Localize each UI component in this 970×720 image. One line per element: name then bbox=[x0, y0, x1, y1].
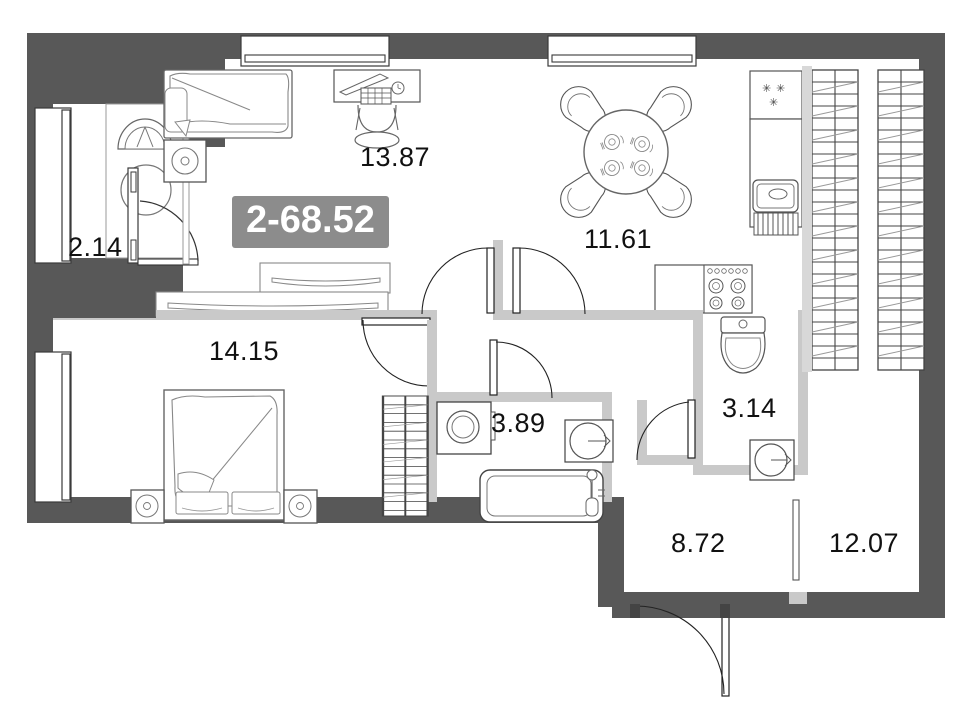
nightstand-left-icon bbox=[130, 489, 165, 524]
washbasin-icon bbox=[564, 419, 614, 463]
door-bedroom-master bbox=[361, 317, 431, 387]
washing-machine-icon bbox=[436, 401, 496, 455]
hall-structure bbox=[749, 439, 807, 604]
cooktop-icon bbox=[703, 264, 753, 314]
area-label-balcony-left: 2.14 bbox=[68, 232, 123, 262]
office-chair-icon bbox=[354, 104, 400, 149]
area-label-bedroom-master: 14.15 bbox=[209, 336, 280, 366]
nightstand-right-icon bbox=[283, 489, 318, 524]
toilet-bowl-icon bbox=[720, 316, 766, 374]
radiator-panel-hall bbox=[381, 395, 429, 517]
keyboard-icon bbox=[360, 87, 392, 105]
wall-cabinet-icon: ✳ ✳ ✳ bbox=[749, 70, 803, 120]
area-label-kitchen-living: 11.61 bbox=[584, 224, 653, 254]
double-bed-icon bbox=[163, 389, 285, 521]
doors bbox=[361, 247, 730, 697]
toilet-structure bbox=[720, 316, 766, 374]
svg-text:✳: ✳ bbox=[769, 97, 778, 109]
kitchen-living-structure: ✳ ✳ ✳ bbox=[547, 35, 803, 314]
door-toilet bbox=[636, 399, 696, 461]
kitchen-sink-icon bbox=[752, 179, 799, 236]
wardrobe-icon bbox=[259, 262, 391, 294]
wall-trim bbox=[53, 318, 437, 392]
window-top-right bbox=[547, 35, 697, 67]
desk-icon bbox=[333, 69, 421, 105]
window-top-left bbox=[240, 35, 390, 67]
svg-text:✳: ✳ bbox=[776, 83, 785, 95]
bathtub-icon bbox=[479, 469, 605, 523]
window-left-upper bbox=[34, 107, 72, 264]
dish-rack-icon bbox=[753, 212, 799, 236]
dining-table-icon bbox=[583, 109, 669, 195]
svg-text:✳: ✳ bbox=[762, 83, 771, 95]
radiator-panel-left bbox=[811, 69, 859, 371]
washbasin-hall-icon bbox=[749, 439, 795, 481]
door-bathroom bbox=[489, 339, 553, 399]
entrance-door bbox=[630, 604, 730, 697]
single-bed-icon bbox=[163, 69, 293, 139]
radiator-panel-right bbox=[877, 69, 925, 371]
area-label-bathroom: 3.89 bbox=[491, 408, 546, 438]
area-label-terrace-right: 12.07 bbox=[829, 528, 900, 558]
bedroom-top-structure bbox=[155, 35, 421, 317]
terrace-right-structure bbox=[802, 66, 925, 372]
nightstand-lamp-icon bbox=[163, 139, 207, 183]
apartment-title-badge: 2-68.52 bbox=[232, 196, 389, 248]
dining-set bbox=[552, 78, 700, 226]
bedroom-master-structure bbox=[34, 351, 429, 524]
door-bedroom-top bbox=[421, 247, 495, 315]
balcony-left-structure bbox=[34, 103, 199, 266]
monitor-icon bbox=[338, 73, 390, 96]
balcony-door bbox=[127, 167, 139, 264]
area-label-hall: 8.72 bbox=[671, 528, 726, 558]
area-label-bedroom-top: 13.87 bbox=[360, 142, 431, 172]
window-left-lower bbox=[34, 351, 72, 503]
bathroom-structure bbox=[436, 401, 614, 523]
door-kitchen bbox=[512, 247, 586, 315]
balcony-door-swing bbox=[137, 200, 199, 266]
area-label-toilet: 3.14 bbox=[722, 393, 777, 423]
